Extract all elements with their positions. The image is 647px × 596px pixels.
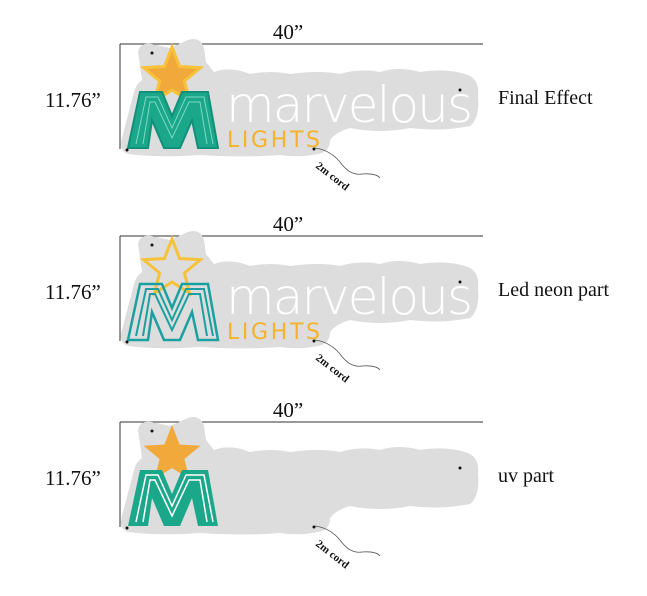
panel-title: uv part: [498, 465, 555, 487]
mounting-holes: [125, 51, 462, 152]
panel-title: Final Effect: [498, 87, 593, 109]
mounting-holes: [125, 243, 462, 344]
panel-title: Led neon part: [498, 279, 610, 301]
cord-label: 2m cord: [313, 160, 351, 193]
lights-text: LIGHTS: [227, 128, 320, 153]
brand-text: marvelous: [226, 268, 472, 326]
brand-text: marvelous: [226, 76, 472, 134]
mounting-holes: [125, 429, 462, 530]
panel-uv-part: 40” 11.76” 2m cord uv part: [45, 398, 555, 571]
width-dimension: 40”: [273, 20, 303, 44]
panel-final-effect: 40” 11.76” marvelous LIGHTS 2m cord Fina…: [45, 20, 593, 193]
cord-label: 2m cord: [313, 352, 351, 385]
panel-led-neon-part: 40” 11.76” marvelous LIGHTS 2m cord Led …: [45, 212, 610, 385]
width-dimension: 40”: [273, 212, 303, 236]
cord-label: 2m cord: [313, 538, 351, 571]
lights-text: LIGHTS: [227, 320, 320, 345]
height-dimension: 11.76”: [45, 280, 101, 304]
width-dimension: 40”: [273, 398, 303, 422]
height-dimension: 11.76”: [45, 88, 101, 112]
height-dimension: 11.76”: [45, 466, 101, 490]
